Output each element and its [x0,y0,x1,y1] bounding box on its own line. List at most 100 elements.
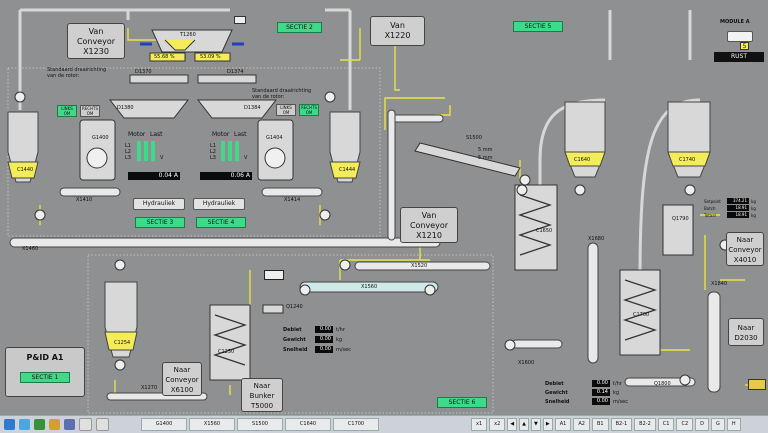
hopper-t1260 [140,29,244,62]
arrow-right-icon[interactable]: ▶ [542,418,553,431]
section-3-button[interactable]: SECTIE 3 [135,217,185,228]
module-toggle[interactable] [727,31,753,42]
label-x1840: X1840 [711,281,728,287]
dest-conveyor-x4010[interactable]: Naar Conveyor X4010 [726,232,764,266]
label-c1250: C1250 [218,349,235,355]
app-icon-3[interactable] [49,419,60,430]
label-x1414: X1414 [284,197,301,203]
hopper-left-pct: 55.68 % [154,54,175,60]
start-icon[interactable] [4,419,15,430]
app-icon-4[interactable] [64,419,75,430]
source-conveyor-x1220[interactable]: Van X1220 [370,16,425,46]
weigh-batch-unit: kg [751,206,756,211]
rotor-left-links[interactable]: LINKS OM [57,105,77,117]
elevator-flights [212,194,658,366]
label-5mm-2: 5 mm [478,155,493,161]
sampler-valve[interactable] [264,270,284,280]
section-5-button[interactable]: SECTIE 5 [513,21,563,32]
elevator-c1700 [619,269,661,356]
weigh-totaal-label: Totaal [704,213,716,218]
taskbar-btn-s1500[interactable]: S1500 [237,418,283,431]
taskbar-b2-2[interactable]: B2-2 [634,418,656,431]
taskbar-a1[interactable]: A1 [554,418,572,431]
taskbar-x2[interactable]: x2 [489,418,506,431]
motor-left-v: V [160,155,164,161]
x1210-line3: X1210 [416,231,442,240]
t5000-line1: Naar [253,382,271,390]
conveyor-x1414 [261,187,323,197]
app-icon-5[interactable] [79,418,92,431]
dest-bunker-t5000[interactable]: Naar Bunker T5000 [241,378,283,412]
source-conveyor-x1210[interactable]: Van Conveyor X1210 [400,207,458,243]
hydraulic-left-button[interactable]: Hydrauliek [133,198,185,210]
rotor-right-title2: van de rotor: [252,94,285,100]
elevator-c1650 [514,184,558,271]
taskbar-btn-x1560[interactable]: X1560 [189,418,235,431]
label-g1400: G1400 [92,135,109,141]
alarm-indicator[interactable] [748,379,766,390]
section-2-button[interactable]: SECTIE 2 [277,22,322,33]
taskbar-c2[interactable]: C2 [676,418,694,431]
mid-snelheid-label: Snelheid [283,347,308,353]
conveyor-x1600 [511,339,563,349]
mid-debiet-label: Debiet [283,327,302,333]
taskbar-btn-g1400[interactable]: G1400 [141,418,187,431]
dest-conveyor-x6100[interactable]: Naar Conveyor X6100 [162,362,202,396]
mid-snelheid-value: 0.00 [315,346,333,353]
right-gewicht-unit: kg [613,390,620,396]
taskbar-c1[interactable]: C1 [657,418,675,431]
hopper-indicator [234,16,246,24]
app-icon-6[interactable] [96,418,109,431]
source-conveyor-x1230[interactable]: Van Conveyor X1230 [67,23,125,59]
motor-right-l1: L1 [210,143,216,149]
taskbar-h[interactable]: H [726,418,741,431]
label-s1500: S1500 [466,135,482,141]
label-x1410: X1410 [76,197,93,203]
section-1-button[interactable]: SECTIE 1 [20,372,70,383]
t5000-line2: Bunker [249,392,275,400]
motor-right-current: 0.06 A [200,172,252,180]
motor-left-l1: L1 [125,143,131,149]
right-debiet-unit: t/hr [613,381,622,387]
taskbar-btn-c1700[interactable]: C1700 [333,418,379,431]
app-icon-2[interactable] [34,419,45,430]
label-q1800: Q1800 [654,381,671,387]
rotor-right-rechts[interactable]: RECHTS OM [299,104,319,116]
arrow-down-icon[interactable]: ▼ [531,418,541,431]
taskbar-b1[interactable]: B1 [591,418,609,431]
label-c1440: C1440 [17,167,34,173]
hopper-id: T1260 [180,32,196,38]
arrow-up-icon[interactable]: ▲ [519,418,529,431]
rotor-left-rechts[interactable]: RECHTS OM [80,105,100,117]
x1210-line2: Conveyor [409,221,449,230]
last-left-label: Last [150,131,163,138]
label-c1740: C1740 [679,157,696,163]
x6100-line1: Naar [173,366,191,374]
label-x1460: X1460 [22,246,39,252]
taskbar-b2-1[interactable]: B2-1 [610,418,633,431]
module-number: 5 [740,42,749,50]
label-x1680: X1680 [588,236,605,242]
x1230-line3: X1230 [83,47,109,56]
mid-gewicht-label: Gewicht [283,337,306,343]
label-d1370: D1370 [135,69,152,75]
taskbar-g[interactable]: G [711,418,725,431]
rotor-right-links[interactable]: LINKS OM [276,104,296,116]
label-c1254: C1254 [114,340,131,346]
x4010-line3: X4010 [733,256,757,264]
d2030-line1: Naar [737,324,755,332]
taskbar-x1[interactable]: x1 [471,418,488,431]
app-icon-1[interactable] [19,419,30,430]
taskbar-d[interactable]: D [695,418,710,431]
conveyor-x1680 [587,242,599,364]
hydraulic-right-button[interactable]: Hydrauliek [193,198,245,210]
arrow-left-icon[interactable]: ◀ [507,418,518,431]
weigh-batch-value: 18.91 [727,205,749,211]
feeder-q1240 [262,304,284,314]
taskbar-a2[interactable]: A2 [573,418,590,431]
taskbar-btn-c1640[interactable]: C1640 [285,418,331,431]
section-6-button[interactable]: SECTIE 6 [437,397,487,408]
dest-d2030[interactable]: Naar D2030 [728,318,764,346]
x1230-line2: Conveyor [76,37,116,46]
section-4-button[interactable]: SECTIE 4 [196,217,246,228]
